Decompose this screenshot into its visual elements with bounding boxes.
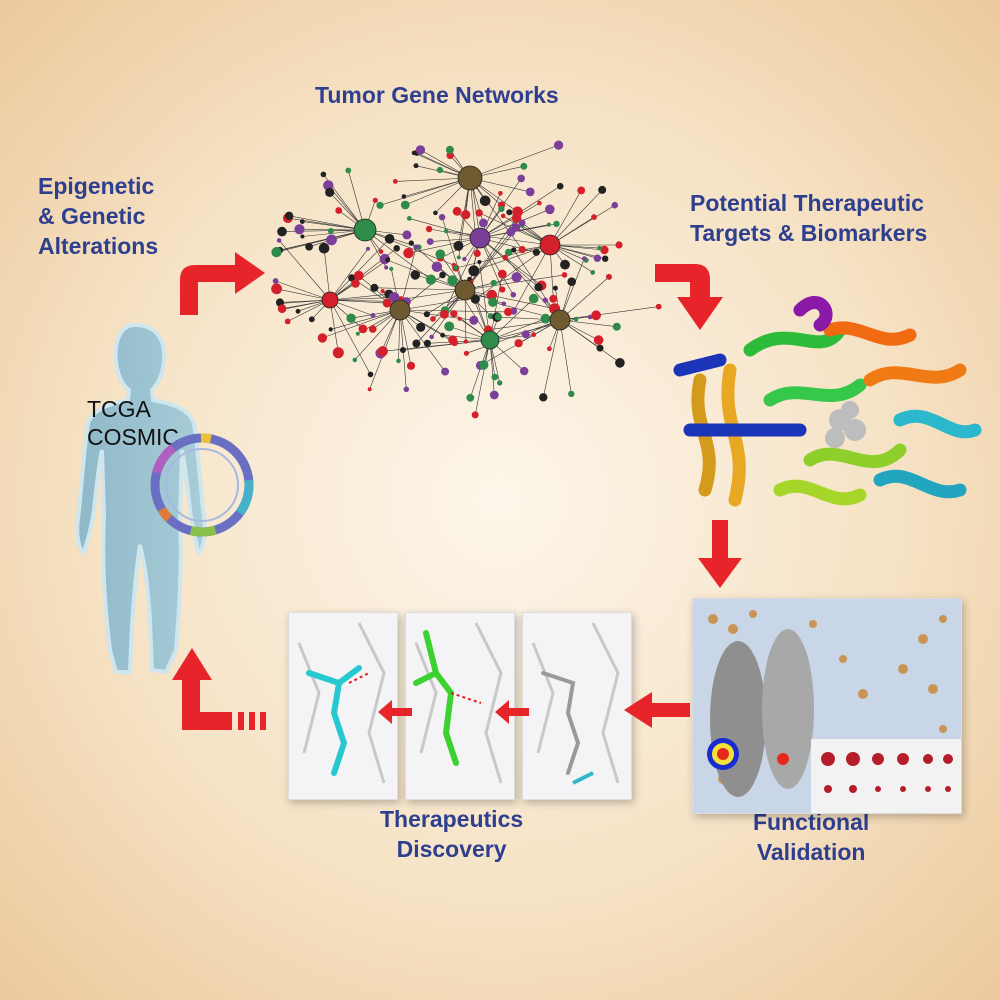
therapeutics-discovery-label: Therapeutics Discovery: [380, 806, 524, 862]
arrow-discovery-step-1[interactable]: [378, 700, 412, 724]
arrow-alterations-to-network[interactable]: [170, 240, 270, 320]
arrow-network-to-targets[interactable]: [655, 262, 735, 332]
tumor-gene-networks-label: Tumor Gene Networks: [315, 82, 559, 108]
human-silhouette: [40, 320, 250, 680]
functional-validation-label: Functional Validation: [753, 809, 870, 865]
protein-structure: [660, 290, 990, 550]
docking-panel-1: [288, 612, 398, 800]
genome-ring: [145, 428, 260, 543]
docking-panel-2: [405, 612, 515, 800]
tcga-cosmic-label: TCGA COSMIC: [87, 396, 179, 450]
arrow-targets-to-validation[interactable]: [695, 520, 745, 590]
arrow-discovery-step-2[interactable]: [495, 700, 529, 724]
arrow-validation-to-discovery[interactable]: [622, 690, 690, 730]
docking-panel-3: [522, 612, 632, 800]
arrow-discovery-to-patient[interactable]: [170, 640, 280, 735]
histology-image: [692, 598, 962, 814]
therapeutic-targets-label: Potential Therapeutic Targets & Biomarke…: [690, 190, 928, 246]
gene-network: [270, 120, 670, 420]
alterations-label: Epigenetic & Genetic Alterations: [38, 173, 159, 259]
